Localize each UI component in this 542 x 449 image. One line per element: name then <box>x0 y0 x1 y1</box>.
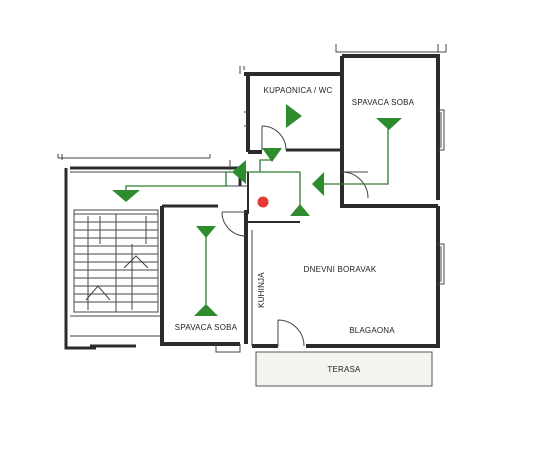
room-living: DNEVNI BORAVAK KUHINJA BLAGAONA <box>251 206 445 348</box>
route-arrow-3 <box>262 148 282 162</box>
hallway <box>226 160 438 223</box>
room-bedroom-top: SPAVACA SOBA <box>335 44 447 200</box>
route-arrow-2 <box>232 160 246 184</box>
route-arrow-4 <box>286 104 302 128</box>
room-bedroom-bottom: SPAVACA SOBA <box>160 204 248 353</box>
kitchen-label: KUHINJA <box>257 272 266 308</box>
staircase <box>57 154 242 350</box>
route-arrow-1 <box>112 190 140 202</box>
evacuation-route <box>112 104 402 316</box>
route-arrow-6 <box>376 118 402 130</box>
location-marker <box>257 196 269 208</box>
route-arrow-5 <box>312 172 324 196</box>
route-arrow-9 <box>194 304 218 316</box>
stair-treads <box>73 209 159 313</box>
bathroom-label: KUPAONICA / WC <box>264 86 333 95</box>
terrace-label: TERASA <box>327 365 361 374</box>
living-label: DNEVNI BORAVAK <box>304 265 377 274</box>
terrace: TERASA <box>255 351 433 387</box>
bedroom-top-label: SPAVACA SOBA <box>352 98 415 107</box>
room-bathroom: KUPAONICA / WC <box>239 66 342 154</box>
bedroom-bottom-label: SPAVACA SOBA <box>175 323 238 332</box>
pantry-label: BLAGAONA <box>349 326 395 335</box>
route-arrow-8 <box>196 226 216 238</box>
route-arrow-7 <box>290 204 310 216</box>
